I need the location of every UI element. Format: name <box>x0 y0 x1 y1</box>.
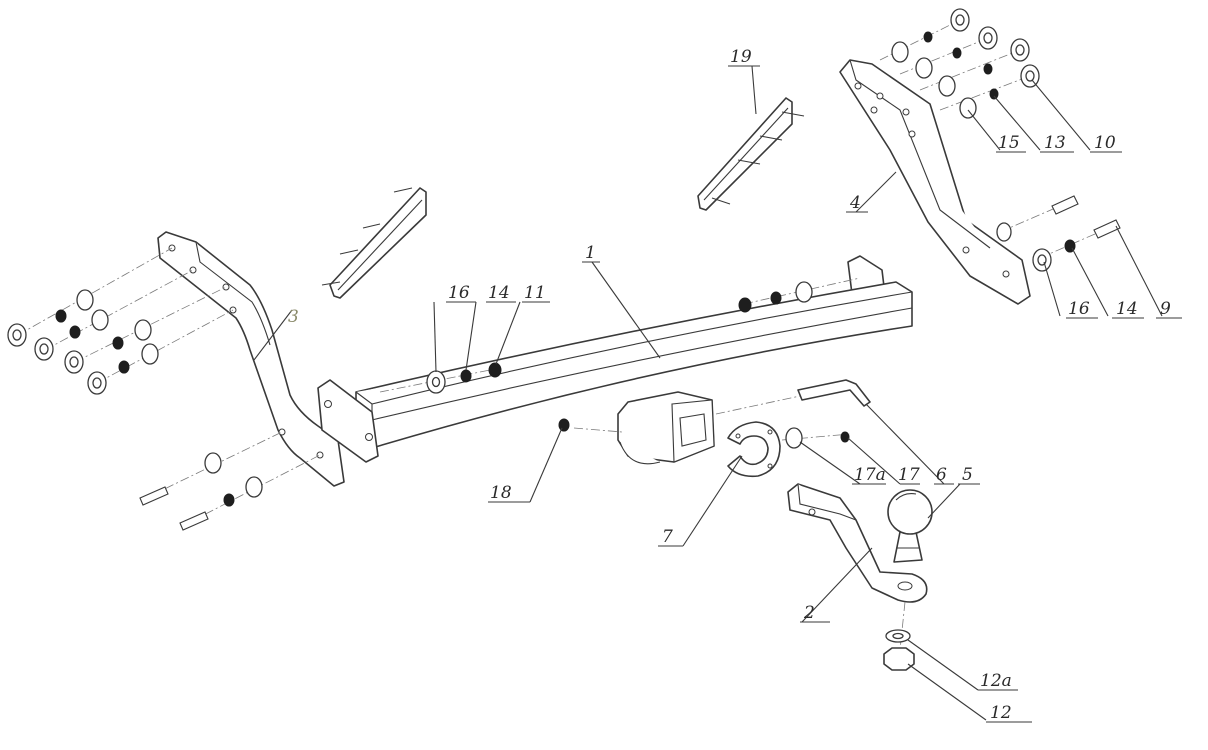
left-stud-plate <box>321 187 427 299</box>
callout-16-left: 16 <box>448 283 470 303</box>
left-upper-fasteners <box>7 247 234 395</box>
callout-19: 19 <box>730 47 752 67</box>
callout-17a: 17a <box>854 465 886 485</box>
callout-labels: 1 2 3 4 5 6 7 9 10 11 12 12a 13 14 14 15… <box>288 47 1171 723</box>
right-upper-fasteners <box>879 8 1040 119</box>
pin-washer-and-bolt <box>781 427 851 449</box>
callout-18: 18 <box>490 483 512 503</box>
hitch-pin <box>715 379 871 415</box>
callout-2: 2 <box>803 603 815 623</box>
callout-5: 5 <box>962 465 973 485</box>
beam-right-fasteners <box>738 277 861 313</box>
callout-11: 11 <box>524 283 546 303</box>
callout-3: 3 <box>288 307 299 327</box>
socket-mounting-plate <box>727 421 781 478</box>
callout-14-right: 14 <box>1116 299 1138 319</box>
callout-1: 1 <box>585 243 596 263</box>
left-lower-bolts <box>139 431 321 531</box>
main-crossbar-beam <box>317 255 913 463</box>
leader-lines <box>253 65 1182 723</box>
callout-10: 10 <box>1094 133 1116 153</box>
beam-left-fasteners <box>379 362 502 394</box>
callout-12: 12 <box>990 703 1012 723</box>
ball-mount-bar <box>787 483 928 603</box>
callout-12a: 12a <box>980 671 1012 691</box>
callout-15: 15 <box>998 133 1020 153</box>
right-stud-plate <box>697 97 805 211</box>
left-side-bracket <box>157 231 345 487</box>
callout-13: 13 <box>1044 133 1066 153</box>
callout-4: 4 <box>849 193 861 213</box>
callout-16-right: 16 <box>1068 299 1090 319</box>
receiver-socket <box>558 391 715 465</box>
ball-nut-and-washer <box>883 601 915 671</box>
callout-17: 17 <box>898 465 920 485</box>
callout-6: 6 <box>936 465 947 485</box>
right-side-bracket <box>839 59 1031 305</box>
callout-9: 9 <box>1160 299 1171 319</box>
callout-7: 7 <box>662 527 673 547</box>
callout-14-left: 14 <box>488 283 510 303</box>
tow-ball <box>887 489 933 563</box>
